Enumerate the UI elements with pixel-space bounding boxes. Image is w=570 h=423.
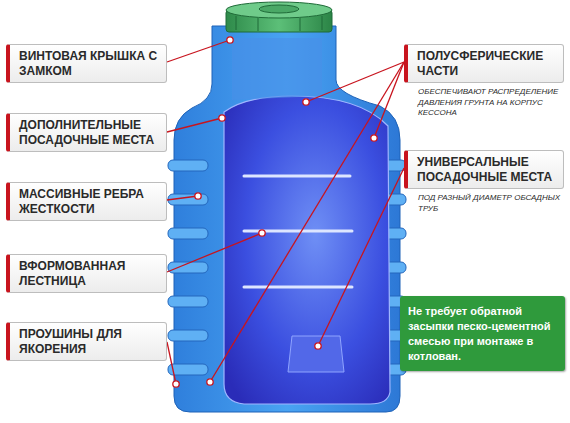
leader-dot (315, 343, 321, 349)
callout-box: ДОПОЛНИТЕЛЬНЫЕ ПОСАДОЧНЫЕ МЕСТА (6, 113, 167, 152)
leader-lines (167, 40, 404, 384)
leader-dot (219, 115, 225, 121)
ladder-rung (244, 286, 352, 289)
pipe-seat (288, 336, 344, 372)
leader-line (167, 342, 176, 384)
caisson-body (174, 26, 400, 412)
callout-box: ВИНТОВАЯ КРЫШКА С ЗАМКОМ (6, 44, 167, 83)
leader-line (167, 196, 198, 200)
leader-dot (195, 193, 201, 199)
leader-dot (303, 99, 309, 105)
leader-line (167, 40, 230, 62)
rib (168, 194, 208, 205)
note-text: Не требует обратной засыпки песко-цемент… (408, 304, 557, 363)
callout-label: УНИВЕРСАЛЬНЫЕ ПОСАДОЧНЫЕ МЕСТА (404, 150, 564, 189)
note-box: Не требует обратной засыпки песко-цемент… (400, 296, 565, 371)
callout-label: МАССИВНЫЕ РЕБРА ЖЕСТКОСТИ (6, 182, 167, 221)
callout-note: ОБЕСПЕЧИВАЮТ РАСПРЕДЕЛЕНИЕ ДАВЛЕНИЯ ГРУН… (404, 87, 564, 118)
rib (168, 160, 208, 171)
screw-lid (226, 2, 332, 32)
leader-dot (207, 379, 213, 385)
leader-line (210, 62, 404, 382)
leader-line (306, 62, 404, 102)
lid-groove (322, 16, 323, 30)
rib (168, 228, 208, 239)
callout-label: ДОПОЛНИТЕЛЬНЫЕ ПОСАДОЧНЫЕ МЕСТА (6, 113, 167, 152)
rib (168, 296, 208, 307)
neck-interior (232, 38, 322, 100)
rib (168, 330, 208, 341)
callout-label: ВИНТОВАЯ КРЫШКА С ЗАМКОМ (6, 44, 167, 83)
callout-box: ВФОРМОВАННАЯ ЛЕСТНИЦА (6, 254, 167, 293)
leader-dot (259, 230, 265, 236)
leader-dot (371, 135, 377, 141)
callout-label: ПРОУШИНЫ ДЛЯ ЯКОРЕНИЯ (6, 322, 167, 361)
callout-label: ВФОРМОВАННАЯ ЛЕСТНИЦА (6, 254, 167, 293)
callout-note: ПОД РАЗНЫЙ ДИАМЕТР ОБСАДНЫХ ТРУБ (404, 193, 564, 214)
callout-label: ПОЛУСФЕРИЧЕСКИЕ ЧАСТИ (404, 44, 564, 83)
leader-dot (173, 381, 179, 387)
lid-groove (300, 18, 301, 31)
leader-line (374, 62, 404, 138)
lid-groove (236, 16, 237, 30)
built-in-ladder (244, 176, 352, 287)
leader-line (167, 233, 262, 272)
leader-dots (173, 37, 377, 387)
callout-box: МАССИВНЫЕ РЕБРА ЖЕСТКОСТИ (6, 182, 167, 221)
lid-lock (259, 5, 299, 13)
lid-groove (258, 18, 259, 31)
leader-line (167, 118, 222, 132)
leader-dot (227, 37, 233, 43)
callout-box: ПРОУШИНЫ ДЛЯ ЯКОРЕНИЯ (6, 322, 167, 361)
callout-box: УНИВЕРСАЛЬНЫЕ ПОСАДОЧНЫЕ МЕСТА ПОД РАЗНЫЙ… (404, 150, 564, 214)
callout-box: ПОЛУСФЕРИЧЕСКИЕ ЧАСТИ ОБЕСПЕЧИВАЮТ РАСПРЕ… (404, 44, 564, 118)
leader-line (318, 168, 404, 346)
lid-top (226, 2, 332, 18)
